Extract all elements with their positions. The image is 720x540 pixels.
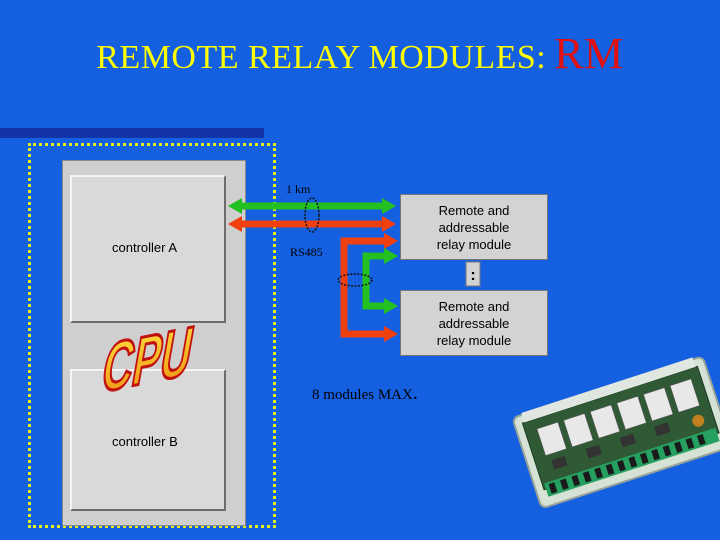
title-main: REMOTE RELAY MODULES: (96, 39, 547, 76)
distance-label: 1 km (286, 182, 311, 196)
relay-module-1-line-2: addressable (438, 219, 510, 235)
relay-module-1-line-1: Remote and (438, 202, 510, 218)
branch-red-module-1 (340, 233, 398, 282)
relay-module-2-line-3: relay module (436, 332, 512, 348)
cpu-dotted-frame (28, 143, 276, 528)
red-line (228, 216, 396, 232)
relay-board-illustration (512, 356, 720, 508)
relay-module-2: Remote and addressable relay module (400, 290, 548, 356)
title-accent: RM (554, 29, 624, 78)
module-ellipsis-box (465, 261, 481, 287)
green-line-1km (228, 198, 396, 214)
branch-red-module-2 (340, 280, 386, 338)
arrow-red-module-2 (384, 326, 398, 342)
page-title: REMOTE RELAY MODULES:RM (0, 28, 720, 79)
controller-b-label: controller B (112, 434, 178, 449)
branch-green-module-2 (362, 280, 386, 310)
module-ellipsis: : (470, 267, 475, 284)
cable-pair-marker (304, 197, 320, 233)
max-modules-dot: . (412, 382, 418, 404)
relay-module-1: Remote and addressable relay module (400, 194, 548, 260)
cpu-logo: CPU (96, 311, 200, 409)
max-modules-text: 8 modules MAX (312, 387, 413, 403)
controller-a-label: controller A (112, 240, 178, 255)
branch-green-module-1 (362, 248, 398, 282)
bus-label: RS485 (290, 245, 323, 259)
arrow-green-module-2 (384, 298, 398, 314)
decorative-bar (0, 128, 264, 138)
controller-b-panel (70, 369, 226, 511)
relay-module-2-line-2: addressable (438, 315, 510, 331)
max-modules-label: 8 modules MAX. (312, 382, 418, 405)
branch-pair-marker (337, 273, 373, 287)
cpu-label: CPU (97, 312, 199, 408)
relay-module-2-line-1: Remote and (438, 298, 510, 314)
controller-a-panel (70, 175, 226, 323)
relay-module-1-line-3: relay module (436, 236, 512, 252)
